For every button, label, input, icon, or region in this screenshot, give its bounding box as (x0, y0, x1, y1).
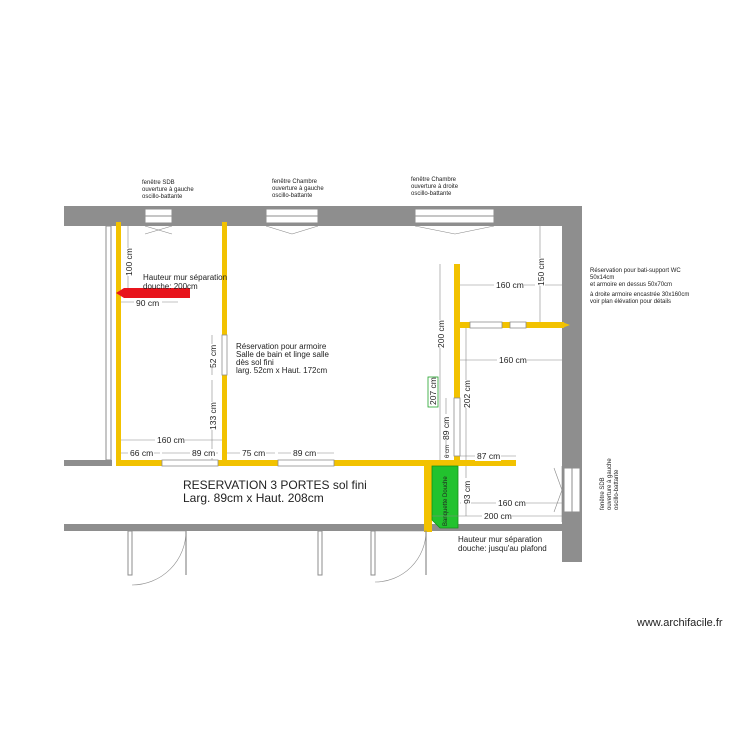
portes-note-2: Larg. 89cm x Haut. 208cm (183, 491, 324, 505)
dim-89-b: 89 cm (293, 448, 316, 458)
partition-openings (161, 321, 527, 467)
dim-200-h: 200 cm (484, 511, 512, 521)
shower-opening (453, 397, 461, 457)
separation-bottom-note-2: douche: jusqu'au plafond (458, 544, 547, 553)
window-sdb-right-label-3: oscillo-battante (614, 469, 620, 510)
top-windows (144, 208, 495, 224)
corridor-left-wall (64, 524, 70, 530)
separation-bottom-note: Hauteur mur séparation douche: jusqu'au … (458, 535, 547, 553)
dim-200-v: 200 cm (436, 320, 446, 348)
left-thin-wall (105, 225, 112, 461)
brand-logo: www.archifacile.fr (636, 617, 723, 629)
window-chambre-left-label-2: ouverture à gauche (272, 186, 324, 192)
dim-89-c: 89 cm (441, 417, 451, 440)
bench-label: Banquette Douche (443, 476, 449, 526)
dim-160-d: 160 cm (498, 498, 526, 508)
dim-90: 90 cm (136, 298, 159, 308)
armoire-note-3: dès sol fini (236, 358, 274, 367)
separation-left-note-1: Hauteur mur séparation (143, 273, 227, 282)
window-chambre-right-label-2: ouverture à droite (411, 184, 459, 190)
dim-89-a: 89 cm (192, 448, 215, 458)
window-sdb-label-1: fenêtre SDB (142, 180, 175, 186)
dim-100: 100 cm (124, 248, 134, 276)
dim-75: 75 cm (242, 448, 265, 458)
partition-left (116, 222, 121, 466)
dim-160-b: 160 cm (496, 280, 524, 290)
partition-wc-arrow (562, 322, 570, 328)
bottom-wall (64, 524, 582, 531)
dim-150: 150 cm (536, 258, 546, 286)
door-opening-2 (277, 459, 335, 467)
armoire-note-1: Réservation pour armoire (236, 342, 327, 351)
corridor-doors (127, 530, 427, 586)
door-opening-1 (161, 459, 219, 467)
wc-note-3: et armoire en dessus 50x70cm (590, 282, 672, 288)
window-labels: fenêtre SDB ouverture à gauche oscillo-b… (142, 177, 620, 510)
portes-note: RESERVATION 3 PORTES sol fini Larg. 89cm… (183, 478, 367, 505)
shower-bench: Banquette Douche (431, 465, 459, 529)
window-chambre-left-label-3: oscillo-battante (272, 193, 313, 199)
window-chambre-right-label-1: fenêtre Chambre (411, 177, 457, 183)
window-sdb-label-3: oscillo-battante (142, 194, 183, 200)
window-sdb-right-label-2: ouverture à gauche (607, 458, 613, 510)
window-chambre-right-label-3: oscillo-battante (411, 191, 452, 197)
dim-87: 87 cm (477, 451, 500, 461)
separation-left-note-2: douche: 200cm (143, 282, 198, 291)
window-sdb-right-label-1: fenêtre SDB (600, 477, 606, 510)
window-chambre-left-label-1: fenêtre Chambre (272, 179, 318, 185)
left-wall-stub (64, 460, 112, 466)
portes-note-1: RESERVATION 3 PORTES sol fini (183, 478, 367, 492)
dimension-labels: 100 cm 90 cm 52 cm 133 cm 160 cm 66 cm 8… (123, 248, 546, 521)
dim-207: 207 cm (428, 377, 438, 405)
window-swing-marks (144, 225, 495, 235)
wc-note-1: Réservation pour bati-support WC (590, 268, 681, 274)
exterior-walls (64, 206, 582, 562)
separation-marker (116, 288, 190, 298)
armoire-opening (221, 334, 228, 376)
wc-opening-2 (509, 321, 527, 329)
dim-160-a: 160 cm (157, 435, 185, 445)
armoire-note-4: larg. 52cm x Haut. 172cm (236, 366, 327, 375)
partition-shower (424, 466, 432, 532)
dim-6: 6 cm (445, 445, 451, 458)
partition-right-vertical (454, 264, 460, 460)
dim-66: 66 cm (130, 448, 153, 458)
separation-bottom-note-1: Hauteur mur séparation (458, 535, 542, 544)
wc-opening-1 (469, 321, 503, 329)
wc-note: Réservation pour bati-support WC 50x14cm… (590, 268, 689, 305)
armoire-note-2: Salle de bain et linge salle (236, 350, 330, 359)
dim-93: 93 cm (462, 481, 472, 504)
wc-note-6: voir plan élévation pour détails (590, 299, 671, 305)
window-sdb-label-2: ouverture à gauche (142, 187, 194, 193)
top-wall (64, 206, 582, 226)
dim-52: 52 cm (208, 345, 218, 368)
armoire-note: Réservation pour armoire Salle de bain e… (236, 342, 330, 375)
separation-left-note: Hauteur mur séparation douche: 200cm (143, 273, 227, 291)
wc-note-5: à droite armoire encastrée 30x160cm (590, 292, 689, 298)
dim-202: 202 cm (462, 380, 472, 408)
dim-133: 133 cm (208, 402, 218, 430)
dim-160-c: 160 cm (499, 355, 527, 365)
window-sdb-right (553, 467, 581, 513)
wc-note-2: 50x14cm (590, 275, 614, 281)
